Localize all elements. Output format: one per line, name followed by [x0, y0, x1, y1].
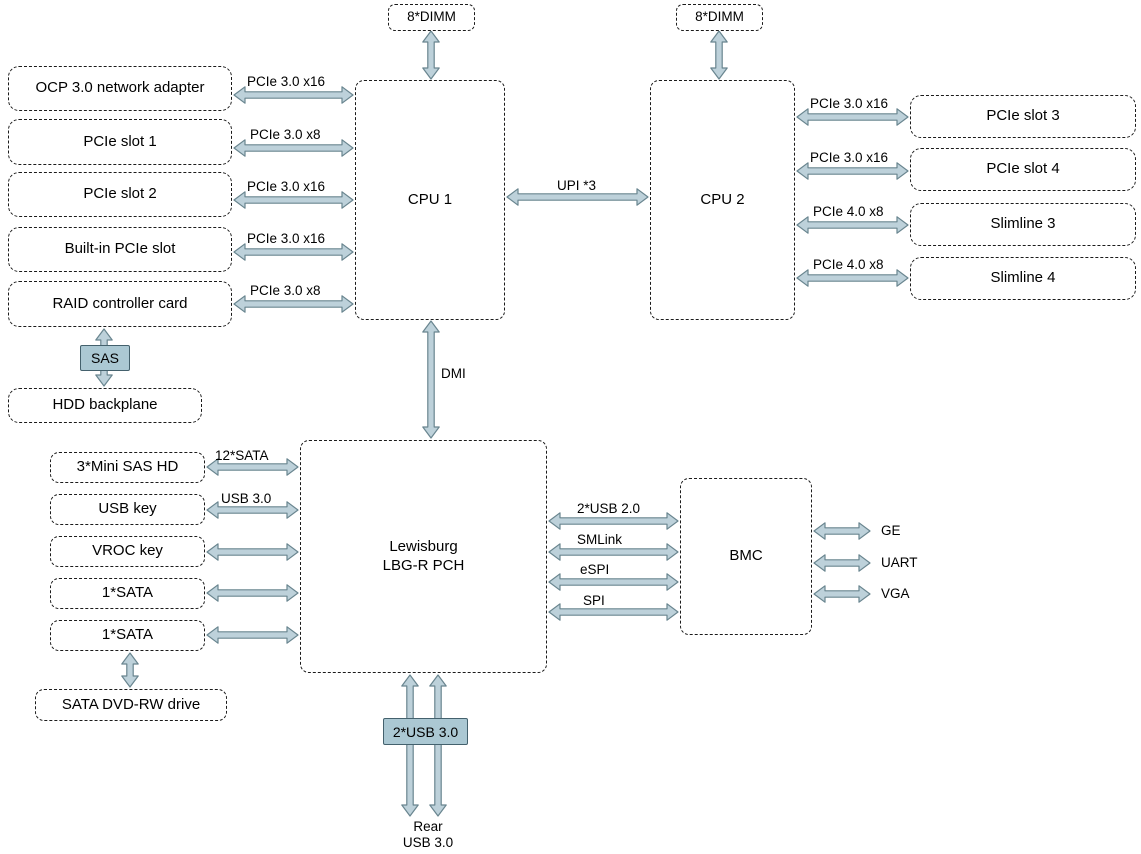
link-label-pch-bmc-smlink: SMLink	[577, 532, 623, 547]
connector-arrow	[548, 512, 679, 530]
node-vroc-key: VROC key	[50, 536, 205, 567]
link-label-pch-bmc-espi: eSPI	[580, 562, 610, 577]
connector-arrow	[121, 652, 139, 688]
connector-arrow	[401, 674, 419, 817]
link-label-cpu1-slot1: PCIe 3.0 x8	[250, 127, 321, 142]
link-label-dmi: DMI	[441, 366, 466, 381]
node-slimline-4: Slimline 4	[910, 257, 1136, 300]
link-label-bmc-vga: VGA	[881, 586, 910, 601]
connector-arrow	[206, 626, 299, 644]
node-pcie-slot-2: PCIe slot 2	[8, 172, 232, 217]
node-slimline-3: Slimline 3	[910, 203, 1136, 246]
node-hdd-backplane: HDD backplane	[8, 388, 202, 423]
connector-arrow	[233, 86, 354, 104]
node-pcie-slot-1: PCIe slot 1	[8, 119, 232, 165]
connector-arrow	[548, 573, 679, 591]
connector-arrow	[429, 674, 447, 817]
connector-arrow	[796, 108, 909, 126]
connector-arrow	[813, 585, 871, 603]
connector-arrow	[813, 554, 871, 572]
link-label-pch-bmc-spi: SPI	[583, 593, 605, 608]
link-label-upi: UPI *3	[557, 178, 597, 193]
node-mini-sas-hd: 3*Mini SAS HD	[50, 452, 205, 483]
link-label-pch-minisas: 12*SATA	[215, 448, 269, 463]
node-cpu1: CPU 1	[355, 80, 505, 320]
connector-arrow	[796, 216, 909, 234]
node-dimm-cpu2: 8*DIMM	[676, 4, 763, 31]
connector-arrow	[548, 543, 679, 561]
connector-arrow	[796, 162, 909, 180]
connector-arrow	[796, 269, 909, 287]
connector-arrow	[422, 320, 440, 439]
link-label-cpu1-raid: PCIe 3.0 x8	[250, 283, 321, 298]
connector-arrow	[233, 139, 354, 157]
connector-arrow	[813, 522, 871, 540]
link-label-cpu2-slim4: PCIe 4.0 x8	[813, 257, 884, 272]
node-cpu2: CPU 2	[650, 80, 795, 320]
link-label-cpu2-slot3: PCIe 3.0 x16	[810, 96, 889, 111]
connector-arrow	[206, 458, 299, 476]
node-builtin-pcie-slot: Built-in PCIe slot	[8, 227, 232, 272]
node-dimm-cpu1: 8*DIMM	[388, 4, 475, 31]
link-label-cpu2-slim3: PCIe 4.0 x8	[813, 204, 884, 219]
connector-arrow	[506, 188, 649, 206]
node-sas: SAS	[80, 345, 130, 371]
link-label-cpu1-ocp: PCIe 3.0 x16	[247, 74, 326, 89]
link-label-pch-bmc-usb: 2*USB 2.0	[577, 501, 641, 516]
connector-arrow	[206, 543, 299, 561]
node-pcie-slot-3: PCIe slot 3	[910, 95, 1136, 138]
node-sata-1: 1*SATA	[50, 578, 205, 609]
link-label-cpu2-slot4: PCIe 3.0 x16	[810, 150, 889, 165]
link-label-cpu1-builtin: PCIe 3.0 x16	[247, 231, 326, 246]
node-usb-key: USB key	[50, 494, 205, 525]
connector-arrow	[206, 501, 299, 519]
node-rear-usb: Rear USB 3.0	[402, 819, 454, 851]
connector-arrow	[233, 191, 354, 209]
node-sata-dvd: SATA DVD-RW drive	[35, 689, 227, 721]
link-label-cpu1-slot2: PCIe 3.0 x16	[247, 179, 326, 194]
connector-arrow	[233, 295, 354, 313]
connector-arrow	[206, 584, 299, 602]
node-sata-2: 1*SATA	[50, 620, 205, 651]
node-front-usb3: 2*USB 3.0	[383, 718, 468, 745]
node-bmc: BMC	[680, 478, 812, 635]
node-pch: Lewisburg LBG-R PCH	[300, 440, 547, 673]
node-raid-card: RAID controller card	[8, 281, 232, 327]
connector-arrow	[233, 243, 354, 261]
connector-arrow	[710, 30, 728, 80]
link-label-pch-usbkey: USB 3.0	[221, 491, 272, 506]
link-label-bmc-uart: UART	[881, 555, 918, 570]
node-pcie-slot-4: PCIe slot 4	[910, 148, 1136, 191]
connector-arrow	[422, 30, 440, 80]
link-label-bmc-ge: GE	[881, 523, 901, 538]
node-ocp-adapter: OCP 3.0 network adapter	[8, 66, 232, 111]
connector-arrow	[548, 603, 679, 621]
